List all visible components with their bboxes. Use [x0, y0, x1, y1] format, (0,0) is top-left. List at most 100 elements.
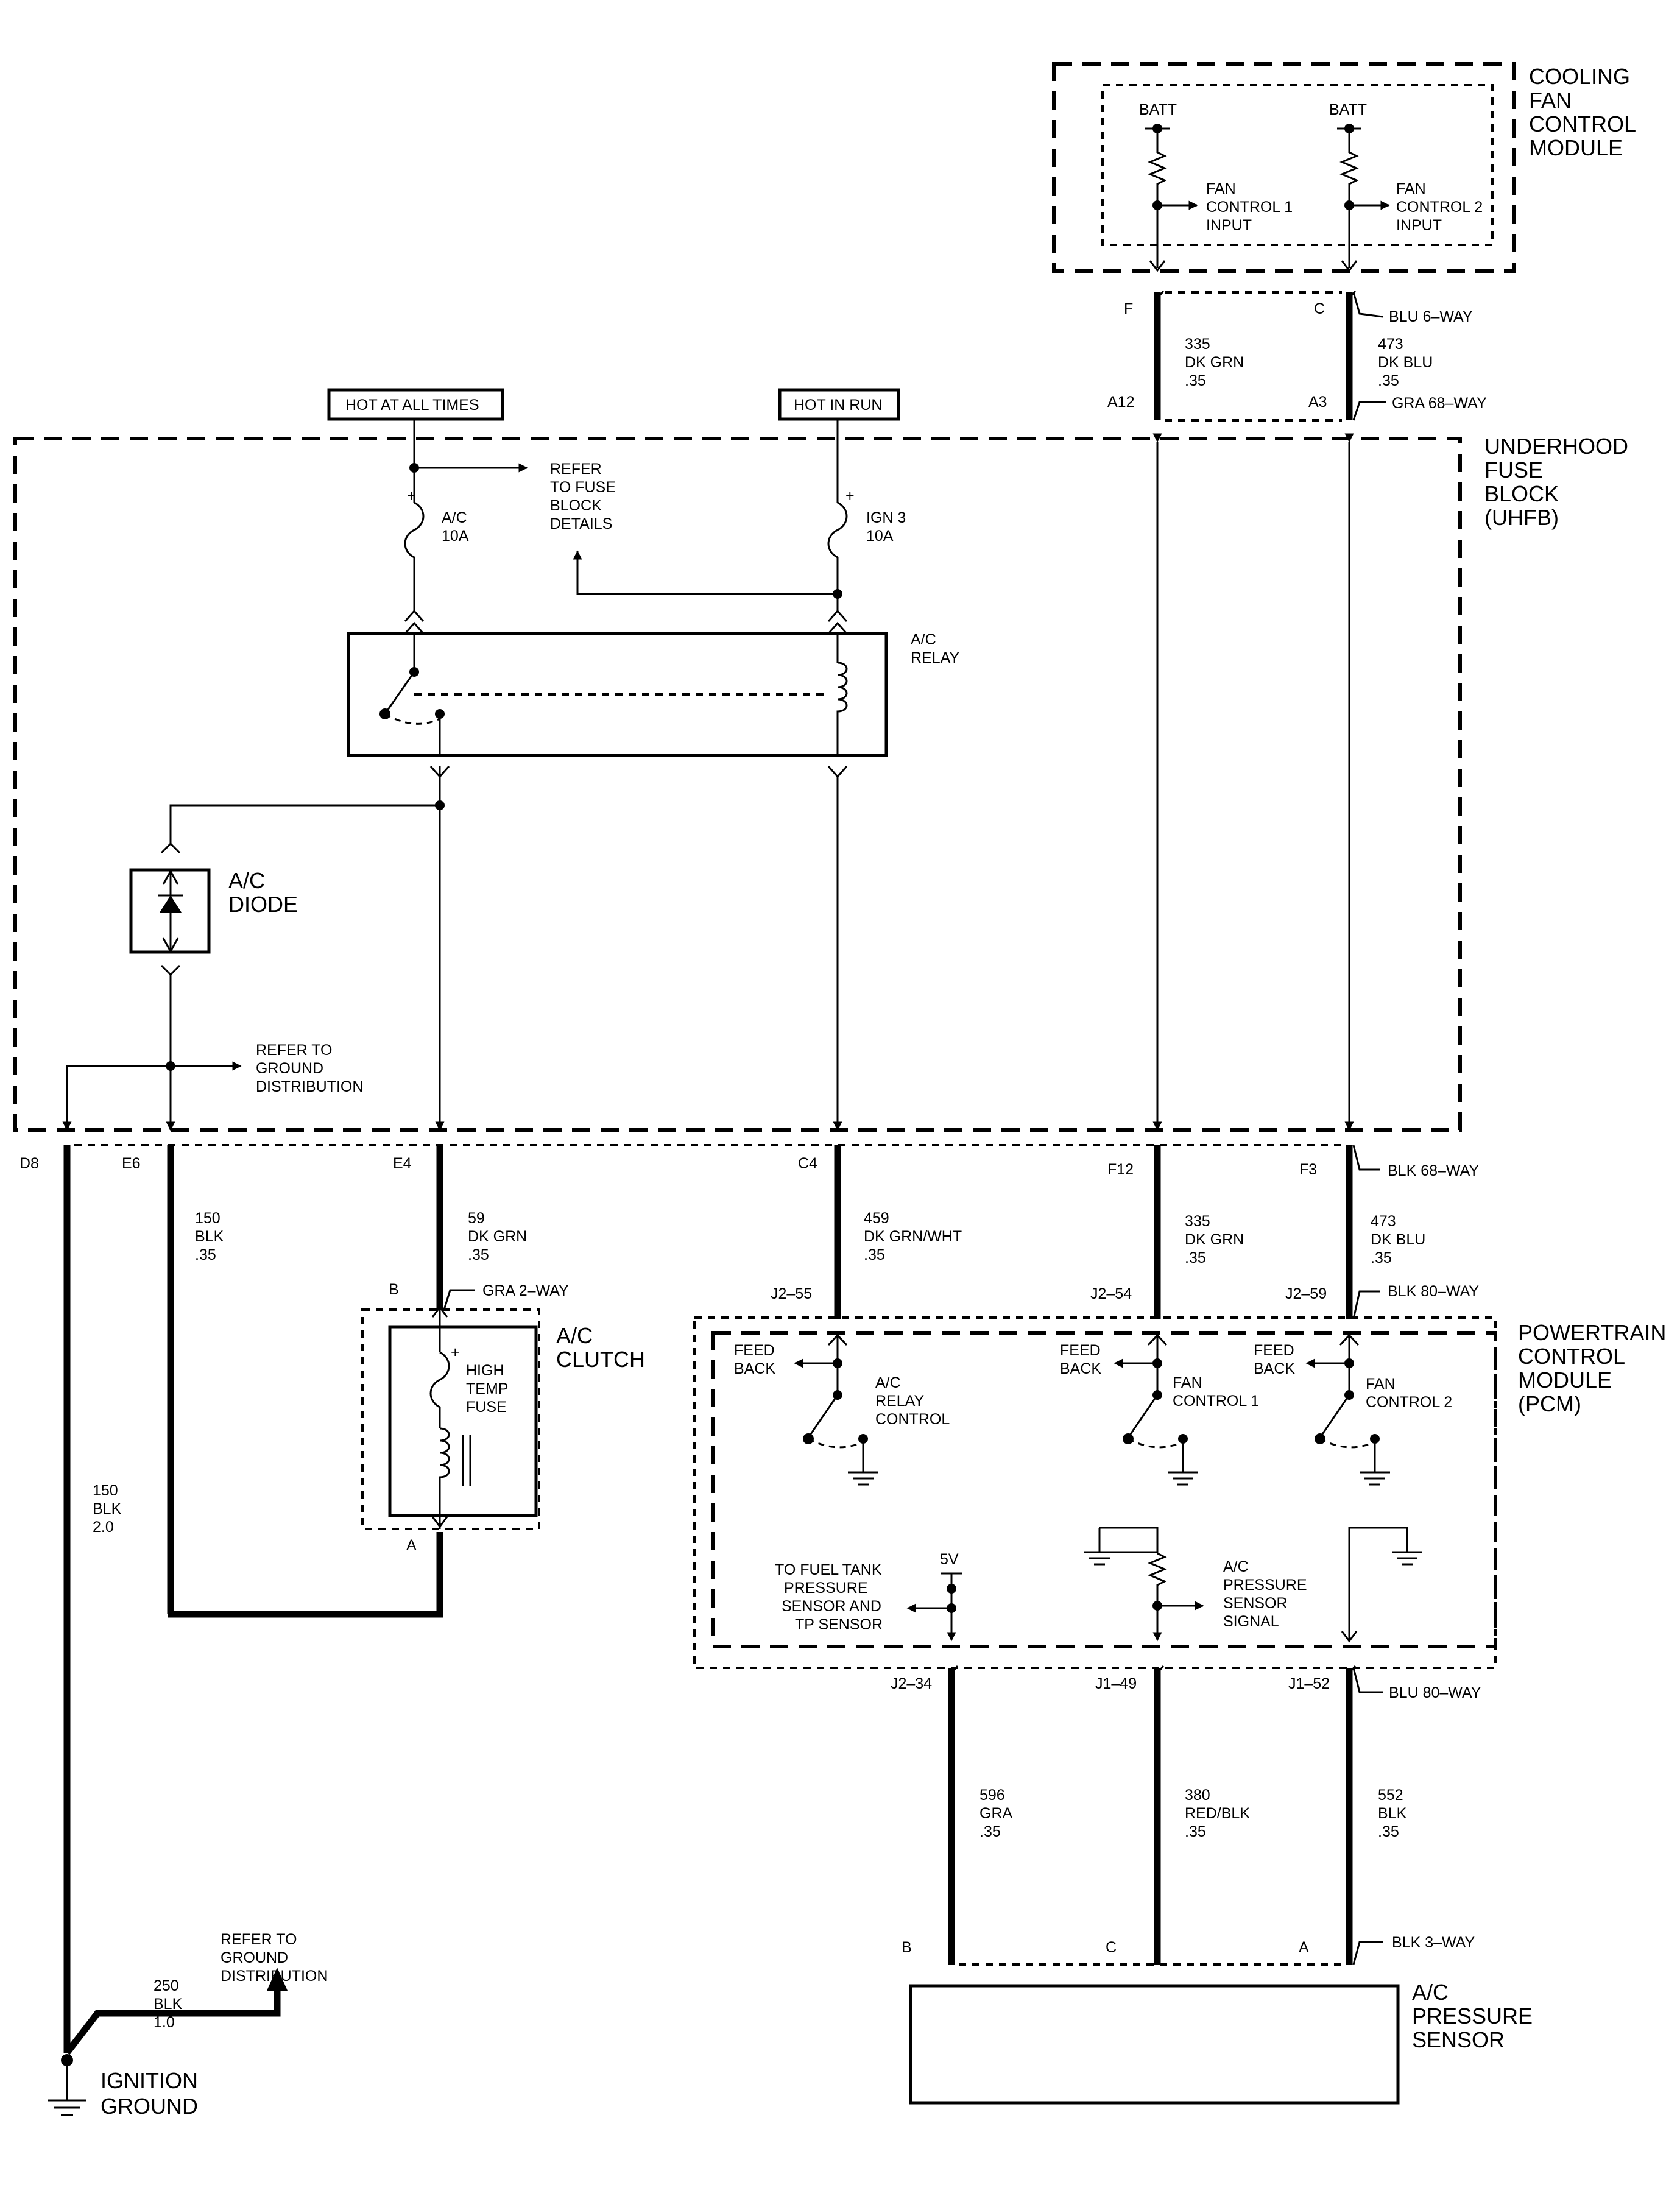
svg-text:BACK: BACK	[734, 1360, 775, 1377]
svg-text:380: 380	[1185, 1787, 1210, 1804]
svg-text:GRA: GRA	[979, 1805, 1013, 1822]
svg-text:INPUT: INPUT	[1396, 217, 1442, 234]
hot-at-all-times-box	[327, 388, 504, 421]
relay-switch-contact	[384, 671, 415, 715]
svg-text:DK GRN: DK GRN	[468, 1228, 527, 1245]
svg-text:CONTROL 1: CONTROL 1	[1173, 1393, 1259, 1410]
svg-text:CLUTCH: CLUTCH	[556, 1347, 645, 1372]
svg-text:J1–52: J1–52	[1288, 1675, 1330, 1692]
svg-text:DK GRN: DK GRN	[1185, 354, 1244, 371]
svg-text:PRESSURE: PRESSURE	[1412, 2003, 1533, 2028]
svg-text:SENSOR AND: SENSOR AND	[782, 1598, 881, 1615]
svg-text:B: B	[389, 1281, 399, 1298]
svg-text:TEMP: TEMP	[466, 1380, 508, 1397]
svg-text:B: B	[902, 1939, 912, 1956]
svg-text:C: C	[1106, 1939, 1117, 1956]
pullup-resistor-2	[1339, 129, 1359, 268]
hot-in-run-box	[778, 388, 900, 421]
blu-6way-connector: BLU 6–WAY	[1389, 308, 1473, 325]
svg-text:CONTROL: CONTROL	[875, 1411, 950, 1428]
svg-text:SENSOR: SENSOR	[1223, 1595, 1288, 1612]
svg-text:GROUND: GROUND	[101, 2094, 198, 2119]
svg-text:TP SENSOR: TP SENSOR	[795, 1616, 883, 1633]
svg-text:BLK: BLK	[154, 1996, 183, 2013]
pcm-label: POWERTRAIN	[1518, 1320, 1666, 1345]
svg-text:C4: C4	[798, 1155, 817, 1172]
svg-text:D8: D8	[19, 1155, 39, 1172]
svg-text:J2–55: J2–55	[771, 1285, 812, 1302]
ac-fuse	[404, 501, 425, 612]
underhood-fuse-block: UNDERHOOD FUSE BLOCK (UHFB) HOT AT ALL T…	[13, 388, 1628, 1132]
blk-80way-connector: BLK 80–WAY	[1388, 1283, 1479, 1300]
ac-pressure-sensor-box	[909, 1984, 1400, 2105]
blk-68way-connector: BLK 68–WAY	[1388, 1162, 1479, 1179]
svg-text:.35: .35	[979, 1823, 1001, 1840]
svg-text:REFER TO: REFER TO	[221, 1931, 297, 1948]
svg-text:.35: .35	[1185, 1823, 1206, 1840]
svg-text:.35: .35	[864, 1246, 885, 1263]
svg-text:DK GRN: DK GRN	[1185, 1231, 1244, 1248]
svg-text:10A: 10A	[866, 528, 894, 545]
svg-text:GROUND: GROUND	[221, 1949, 288, 1966]
svg-text:J1–49: J1–49	[1095, 1675, 1137, 1692]
svg-text:FAN: FAN	[1529, 88, 1572, 113]
svg-text:BACK: BACK	[1060, 1360, 1101, 1377]
svg-text:DISTRIBUTION: DISTRIBUTION	[256, 1078, 363, 1095]
ac-relay-box	[347, 632, 888, 757]
svg-text:150: 150	[93, 1482, 118, 1499]
svg-text:A/C: A/C	[442, 509, 467, 526]
svg-text:(PCM): (PCM)	[1518, 1391, 1581, 1416]
high-temp-fuse	[429, 1351, 450, 1428]
svg-text:+: +	[451, 1344, 460, 1361]
svg-text:SIGNAL: SIGNAL	[1223, 1613, 1279, 1630]
svg-text:RED/BLK: RED/BLK	[1185, 1805, 1250, 1822]
svg-text:DIODE: DIODE	[228, 892, 298, 917]
svg-text:.35: .35	[195, 1246, 216, 1263]
svg-text:FEED: FEED	[1060, 1342, 1101, 1359]
gra-2way-connector: GRA 2–WAY	[482, 1282, 569, 1299]
svg-text:552: 552	[1378, 1787, 1403, 1804]
ign3-fuse	[827, 501, 848, 612]
svg-text:FAN: FAN	[1206, 180, 1236, 197]
clutch-coil	[439, 1427, 450, 1529]
cooling-fan-control-module: COOLING FAN CONTROL MODULE BATT FAN CONT…	[1052, 62, 1636, 273]
svg-text:1.0: 1.0	[154, 2014, 175, 2031]
svg-text:+: +	[407, 487, 416, 504]
blu-80way-connector: BLU 80–WAY	[1389, 1684, 1481, 1701]
svg-text:C: C	[1314, 300, 1325, 317]
cooling-fan-label: COOLING	[1529, 64, 1630, 89]
svg-text:CONTROL: CONTROL	[1518, 1344, 1625, 1369]
svg-text:MODULE: MODULE	[1529, 135, 1623, 160]
svg-text:BACK: BACK	[1254, 1360, 1295, 1377]
ac-relay-control-driver	[807, 1394, 839, 1438]
svg-text:DISTRIBUTION: DISTRIBUTION	[221, 1968, 328, 1985]
svg-text:FEED: FEED	[1254, 1342, 1294, 1359]
svg-text:(UHFB): (UHFB)	[1484, 505, 1559, 530]
svg-text:RELAY: RELAY	[875, 1393, 924, 1410]
svg-text:TO FUEL TANK: TO FUEL TANK	[775, 1561, 882, 1578]
svg-text:INPUT: INPUT	[1206, 217, 1252, 234]
svg-text:.35: .35	[468, 1246, 489, 1263]
sensor-harness: J2–34 J1–49 J1–52 BLU 80–WAY 596 GRA .35…	[891, 1665, 1533, 2105]
svg-text:A3: A3	[1308, 394, 1327, 411]
svg-text:.35: .35	[1185, 372, 1206, 389]
blk-3way-connector: BLK 3–WAY	[1392, 1934, 1475, 1951]
svg-text:BLK: BLK	[93, 1500, 122, 1517]
svg-text:A/C: A/C	[228, 868, 265, 893]
svg-text:BLOCK: BLOCK	[550, 497, 602, 514]
svg-text:FEED: FEED	[734, 1342, 775, 1359]
powertrain-control-module: POWERTRAIN CONTROL MODULE (PCM) J2–55 J2…	[693, 1283, 1666, 1669]
svg-text:MODULE: MODULE	[1518, 1368, 1612, 1393]
svg-text:DETAILS: DETAILS	[550, 515, 612, 532]
svg-text:.35: .35	[1185, 1249, 1206, 1266]
svg-text:GROUND: GROUND	[256, 1060, 323, 1077]
svg-text:BLK: BLK	[195, 1228, 224, 1245]
svg-text:BLK: BLK	[1378, 1805, 1407, 1822]
svg-text:F: F	[1124, 300, 1133, 317]
svg-text:A/C: A/C	[911, 631, 936, 648]
svg-text:5V: 5V	[940, 1551, 959, 1568]
svg-text:TO FUSE: TO FUSE	[550, 479, 616, 496]
gra-68way-connector: GRA 68–WAY	[1392, 395, 1487, 412]
svg-text:2.0: 2.0	[93, 1519, 114, 1536]
